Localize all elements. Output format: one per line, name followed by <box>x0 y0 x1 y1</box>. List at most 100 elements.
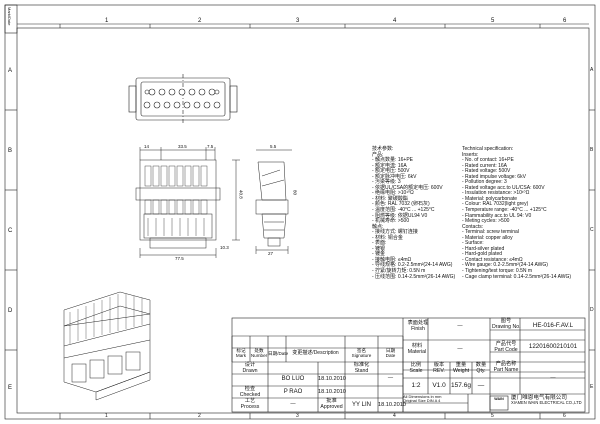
spec-cn-line: - 接线方式: 螺钉连接 <box>372 229 418 236</box>
part-name-value: — <box>550 375 556 381</box>
checked-date: 18.10.2010 <box>318 389 346 395</box>
company-name: 厦门唯恩电气有限公司 XIAMEN WAIN ELECTRICAL CO.,LT… <box>511 395 582 406</box>
top-view <box>128 74 238 124</box>
zone-label-bottom-6: 6 <box>563 413 566 419</box>
standard-by: — <box>387 375 394 381</box>
spec-cn-line: - 阻燃等级: 依据UL94 V0 <box>372 212 428 219</box>
description-header: 变更描述/Description <box>292 350 339 356</box>
outer-frame <box>4 4 596 420</box>
dim-33-5: 33.5 <box>178 144 187 149</box>
zone-label-top-6: 6 <box>563 18 567 24</box>
spec-cn-line: - 污染等级: 3 <box>372 179 401 186</box>
approved-date: 18.10.2010 <box>378 402 406 408</box>
approved-by: YY LIN <box>352 402 371 408</box>
spec-cn-line: 产品: <box>372 151 384 158</box>
zone-label-left-e: E <box>8 385 13 391</box>
spec-chinese: 技术参数:产品:- 触点数量: 16+PE- 额定电流: 16A- 额定电压: … <box>372 146 456 280</box>
inner-frame <box>16 27 590 414</box>
spec-cn-line: - 颜色: RAL 7032 (卵石灰) <box>372 201 430 208</box>
spec-cn-line: - 压线范围: 0.14-2.5mm²(26-14 AWG) <box>372 273 456 280</box>
zone-label-right-b: B <box>590 147 594 153</box>
drawing-no-value: HE-016-F.AV.L <box>532 322 574 329</box>
isometric-view <box>63 291 151 401</box>
spec-cn-line: - 接触电阻: ≤4mΩ <box>372 256 412 263</box>
spec-en-line: - Temperature range: -40°C ... +125°C <box>462 207 547 214</box>
spec-en-line: Contacts: <box>462 223 484 230</box>
spec-cn-line: 触点: <box>372 223 384 230</box>
zone-label-bottom-1: 1 <box>105 413 108 419</box>
spec-cn-line: - 拧紧/旋转力矩: 0.5N m <box>372 268 426 275</box>
zone-label-bottom-4: 4 <box>393 413 396 419</box>
zone-label-top-3: 3 <box>296 18 300 24</box>
dim-77-5: 77.5 <box>175 256 184 261</box>
spec-cn-line: - 机械寿命: >500 <box>372 218 410 225</box>
process-by: — <box>290 401 296 407</box>
spec-cn-line: - 材料: 铜合金 <box>372 234 403 241</box>
zone-label-bottom-3: 3 <box>296 413 299 419</box>
spec-cn-line: - 额定脉冲电压: 6kV <box>372 173 417 180</box>
dim-10-3: 10.3 <box>220 245 229 250</box>
part-code-value: 12201600210101 <box>528 343 578 350</box>
spec-en-line: - Rated impulse voltage: 6kV <box>462 173 526 180</box>
spec-en-line: - Meting cycles: >500 <box>462 218 510 225</box>
scale-value: 1:2 <box>411 382 421 389</box>
spec-cn-line: - 依据UL/CSA的额定电压: 600V <box>372 184 443 191</box>
spec-en-line: - Material: polycarbonate <box>462 195 518 202</box>
spec-cn-line: - 温度范围: -40°C ... +125°C <box>372 207 435 214</box>
zone-label-right-a: A <box>590 67 594 73</box>
spec-en-line: - Rated voltage acc.to UL/CSA: 600V <box>462 184 545 191</box>
spec-en-line: - Cage clamp terminal: 0.14-2.5mm²(26-14… <box>462 273 572 280</box>
spec-en-line: - Hard-gold plated <box>462 251 503 258</box>
spec-cn-line: - 材料: 聚碳酸酯 <box>372 195 408 202</box>
spec-cn-line: - 镀银 <box>372 245 386 252</box>
company-logo: WAIN <box>494 397 504 401</box>
spec-en-line: - Material: copper alloy <box>462 234 513 241</box>
spec-en-line: - Terminal: screw terminal <box>462 229 519 236</box>
dim-5-5: 5.5 <box>270 144 277 149</box>
spec-cn-line: - 镀金 <box>372 251 386 258</box>
spec-cn-line: - 表面: <box>372 240 387 247</box>
zone-label-right-e: E <box>590 384 594 390</box>
title-block-lines <box>231 317 586 413</box>
spec-en-line: - No. of contact: 16+PE <box>462 157 514 164</box>
mark-date-stamp: Mark/Date <box>7 7 12 26</box>
rev-value: V1.0 <box>432 382 446 389</box>
dim-27: 27 <box>268 251 274 256</box>
zone-label-bottom-5: 5 <box>491 413 494 419</box>
spec-cn-line: - 绝缘电阻: >10¹⁰Ω <box>372 190 414 197</box>
zone-label-right-c: C <box>590 227 594 233</box>
spec-en-line: Technical specification: <box>462 146 514 152</box>
zone-label-top-5: 5 <box>491 18 495 24</box>
dim-14: 14 <box>144 144 150 149</box>
zone-label-top-2: 2 <box>198 18 202 24</box>
zone-label-left-a: A <box>8 68 13 74</box>
spec-cn-line: - 额定电流: 16A <box>372 162 407 169</box>
weight-value: 157.6g <box>451 382 471 389</box>
spec-en-line: - Rated voltage: 500V <box>462 168 511 175</box>
checked-by: P RAO <box>283 389 303 395</box>
zone-label-left-b: B <box>8 148 13 154</box>
spec-en-line: - Insulation resistance: >10¹⁰Ω <box>462 190 530 197</box>
qty-value: — <box>477 382 485 389</box>
dim-40-8: 40.8 <box>238 190 244 199</box>
spec-en-line: - Surface: <box>462 240 484 247</box>
spec-cn-line: 技术参数: <box>372 146 394 152</box>
date-header: 日期/Date <box>268 351 289 356</box>
spec-en-line: - Wire gauge: 0.2-2.5mm²(24-14 AWG) <box>462 262 548 269</box>
